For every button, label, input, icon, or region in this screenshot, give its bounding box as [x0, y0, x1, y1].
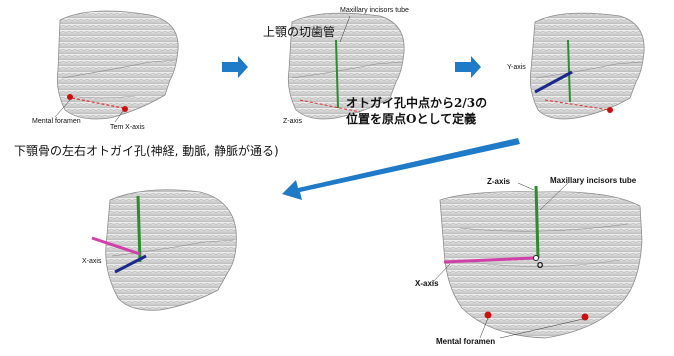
skull-model-1 — [57, 11, 178, 119]
label-x-axis-4: X-axis — [82, 258, 101, 265]
label-mental-foramen-1: Mental foramen — [32, 118, 81, 125]
z-axis-line-final — [536, 186, 538, 258]
step2-caption: 上顎の切歯管 — [263, 23, 335, 40]
flow-arrow-3 — [282, 138, 520, 200]
label-z-axis-2: Z-axis — [283, 118, 302, 125]
label-origin-final: O — [537, 261, 543, 270]
origin-marker — [534, 256, 539, 261]
label-maxillary-tube-final: Maxillary incisors tube — [550, 176, 636, 185]
mental-foramen-right-final — [582, 314, 589, 321]
label-maxillary-tube-2: Maxillary incisors tube — [340, 7, 409, 14]
z-axis-leader-final — [518, 183, 534, 190]
origin-note-line1: オトガイ孔中点から2/3の — [346, 94, 487, 111]
label-y-axis-3: Y-axis — [507, 64, 526, 71]
flow-arrow-2 — [455, 56, 481, 78]
origin-note-line2: 位置を原点Oとして定義 — [346, 110, 476, 127]
step1-caption: 下顎骨の左右オトガイ孔(神経, 動脈, 静脈が通る) — [14, 142, 279, 159]
skull-model-3 — [530, 13, 644, 119]
mental-foramen-left-dot — [67, 94, 73, 100]
label-temp-x-axis-1: Tem X-axis — [110, 124, 145, 131]
label-mental-foramen-final: Mental foramen — [436, 337, 495, 346]
label-x-axis-final: X-axis — [415, 279, 439, 288]
flow-arrow-1 — [222, 56, 248, 78]
mental-foramen-left-final — [485, 312, 492, 319]
label-z-axis-final: Z-axis — [487, 177, 510, 186]
foramen-dot-3 — [607, 107, 613, 113]
